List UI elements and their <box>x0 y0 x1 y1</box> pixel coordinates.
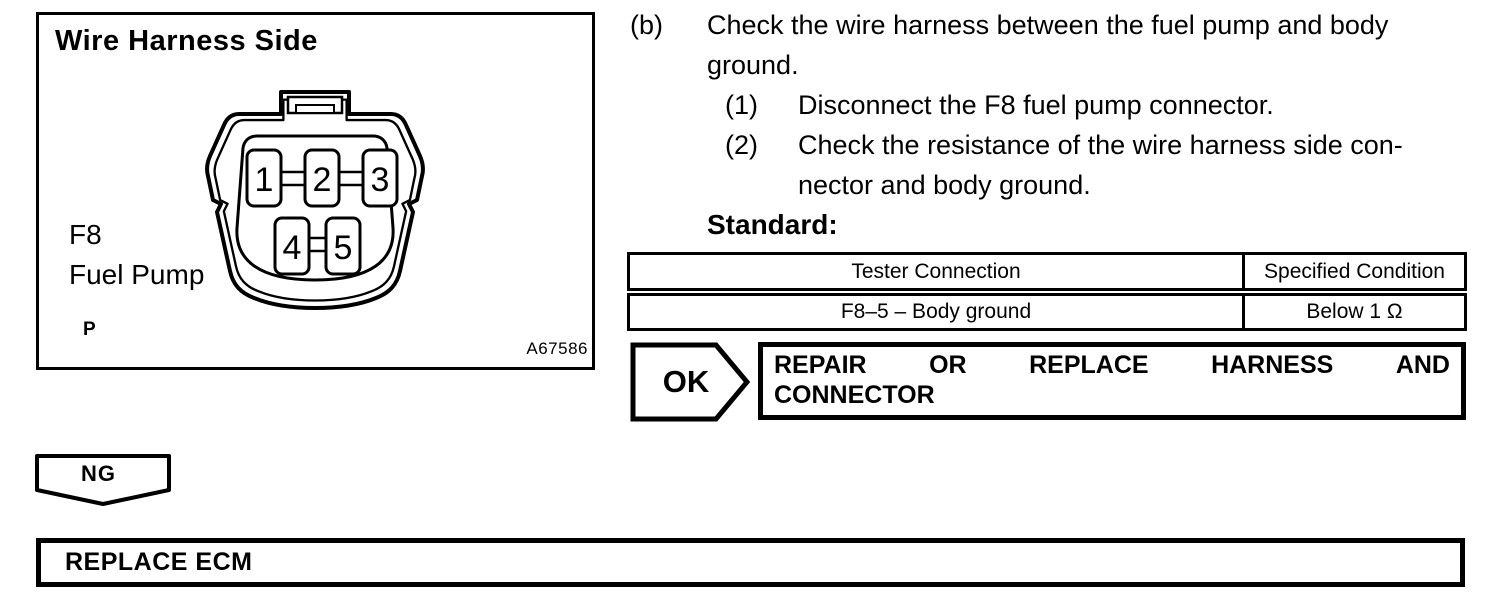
spec-table-data-row: F8–5 – Body ground Below 1 Ω <box>627 293 1467 331</box>
figure-code: A67586 <box>526 339 588 358</box>
spec-table: Tester Connection Specified Condition F8… <box>627 252 1467 331</box>
pin-1-label: 1 <box>255 161 274 199</box>
pin-5-cavity <box>324 216 362 276</box>
pin-3-cavity <box>361 148 399 208</box>
ng-action-box: REPLACE ECM <box>36 538 1465 587</box>
ok-action-word: REPAIR <box>774 351 867 379</box>
pin-2-cavity <box>303 148 341 208</box>
substep-1: (1) Disconnect the F8 fuel pump connecto… <box>630 85 1470 125</box>
standard-label: Standard: <box>630 205 1470 245</box>
connector-description: Fuel Pump <box>69 259 205 290</box>
substep-2-text-1: Check the resistance of the wire harness… <box>798 130 1403 160</box>
ok-action-word: REPLACE <box>1029 351 1149 379</box>
substep-2-label: (2) <box>725 130 758 160</box>
connector-diagram: 1 2 3 4 5 <box>205 90 425 310</box>
ng-flow-arrow: NG <box>35 454 172 507</box>
pin-4-label: 4 <box>283 229 302 267</box>
procedure-text: (b) Check the wire harness between the f… <box>630 5 1470 245</box>
connector-inner-outline <box>213 98 417 302</box>
ok-action-word: AND <box>1395 351 1450 379</box>
pin-2-label: 2 <box>313 161 332 199</box>
pin-3-label: 3 <box>371 161 390 199</box>
substep-2-text-2: nector and body ground. <box>798 170 1091 200</box>
step-b-text-2: ground. <box>707 50 799 80</box>
ok-action-line-2: CONNECTOR <box>774 381 935 409</box>
connector-lock-tab-inner <box>295 104 335 114</box>
ng-label: NG <box>81 461 116 486</box>
ok-action-word: HARNESS <box>1211 351 1334 379</box>
step-b-line-2: ground. <box>630 45 1470 85</box>
ok-arrow-shape <box>630 342 751 422</box>
substep-2: (2) Check the resistance of the wire har… <box>630 125 1470 165</box>
cell-specified-condition: Below 1 Ω <box>1306 300 1403 323</box>
pin-4-cavity <box>273 216 311 276</box>
pin-link-bar <box>277 170 309 187</box>
ok-action-word: OR <box>929 351 967 379</box>
substep-1-text: Disconnect the F8 fuel pump connector. <box>798 90 1274 120</box>
ok-label: OK <box>662 364 710 399</box>
figure-title: Wire Harness Side <box>55 25 318 57</box>
ng-arrow-shape <box>35 454 171 506</box>
wire-color-label: P <box>83 319 96 340</box>
cell-tester-connection: F8–5 – Body ground <box>630 296 1245 328</box>
ng-action-text: REPLACE ECM <box>65 548 253 576</box>
step-b-label: (b) <box>630 10 663 40</box>
connector-id: F8 <box>69 219 102 250</box>
header-specified-condition: Specified Condition <box>1264 259 1445 283</box>
standard-label-text: Standard: <box>707 209 838 240</box>
ok-action-line-1: REPAIR OR REPLACE HARNESS AND <box>774 350 1450 380</box>
step-b-line-1: (b) Check the wire harness between the f… <box>630 5 1470 45</box>
wire-harness-figure-box: Wire Harness Side 1 2 3 <box>36 12 595 370</box>
header-tester-connection: Tester Connection <box>630 255 1245 288</box>
pin-5-label: 5 <box>334 229 353 267</box>
ok-flow-arrow: OK <box>630 342 751 422</box>
connector-name-label: F8 Fuel Pump <box>69 215 204 295</box>
pin-link-bar <box>335 170 367 187</box>
ok-action-box: REPAIR OR REPLACE HARNESS AND CONNECTOR <box>758 342 1466 420</box>
substep-1-label: (1) <box>725 90 758 120</box>
step-b-text-1: Check the wire harness between the fuel … <box>707 10 1389 40</box>
substep-2-line-2: nector and body ground. <box>630 165 1470 205</box>
pin-1-cavity <box>245 148 283 208</box>
spec-table-header-row: Tester Connection Specified Condition <box>627 252 1467 291</box>
